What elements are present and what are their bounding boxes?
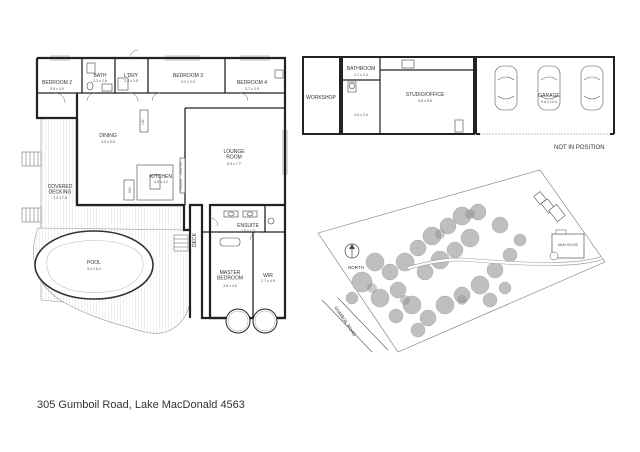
site-main-house: MAIN HOUSE [549,229,585,261]
fixture-label-wm: WM [128,187,132,193]
room-label-garage: GARAGE [538,93,560,99]
room-label-bedroom3: BEDROOM 3 [173,73,203,79]
room-label-bath: BATH [94,73,107,79]
garage-walls [475,56,615,134]
room-dims-bedroom4: 3.7 x 3.9 [245,87,259,91]
road-label: GUMBOIL ROAD [333,305,357,337]
vegetation [345,203,527,338]
studio-walls [341,56,475,135]
room-label-dining: DINING [99,133,117,139]
site-plan: MAIN HOUSE NORTH GUMBOIL ROAD [317,169,606,353]
north-arrow [344,243,360,259]
room-dims-bedroom2: 3.9 x 3.9 [50,87,64,91]
room-dims-laundry: 2.4 x 2.5 [124,79,138,83]
site-outbuilding [533,191,566,223]
main-house-plan: BEDROOM 2 3.9 x 3.9 BATH 2.3 x 2.8 L'DRY… [21,49,288,334]
north-label: NORTH [348,265,364,270]
room-label-wir: WIR [263,273,273,279]
pool [34,230,154,300]
workshop-walls [302,56,341,135]
room-label-laundry: L'DRY [124,73,139,79]
road [321,297,389,353]
fixture-label-pantry: PANTRY [179,161,183,175]
room-dims-covered-decking: 7.2 x 7.8 [53,196,67,200]
room-dims-bathroom: 2.7 x 3.3 [354,73,368,77]
room-dims-garage: 9.8 x 10.4 [541,100,557,104]
garage-cars [494,65,604,111]
room-label-workshop: WORKSHOP [306,95,336,101]
room-label-kitchen: KITCHEN [150,174,172,180]
room-dims-studio-room: 3.0 x 3.5 [354,113,368,117]
site-main-house-label: MAIN HOUSE [558,243,578,247]
fixture-label-linen: LIN [141,119,145,125]
room-dims-dining: 4.9 x 5.6 [101,140,115,144]
fixture-label-fridge: FRIDGE [179,179,183,191]
room-dims-bath: 2.3 x 2.8 [93,79,107,83]
property-address: 305 Gumboil Road, Lake MacDonald 4563 [37,399,245,411]
room-dims-lounge: 8.9 x 7.7 [227,162,241,166]
room-label-bedroom2: BEDROOM 2 [42,80,72,86]
room-dims-bedroom3: 5.2 x 2.9 [181,80,195,84]
decking-steps [21,151,189,252]
room-label-bedroom4: BEDROOM 4 [237,80,267,86]
room-dims-kitchen: 4.5 x 3.2 [154,180,168,184]
room-dims-ensuite: 2.8 x 1.5 [241,229,255,233]
room-label-pool: POOL [87,260,101,266]
room-label-bathroom: BATHROOM [347,66,376,72]
room-label-studio: STUDIO/OFFICE [406,92,445,98]
room-dims-studio: 6.8 x 5.8 [418,99,432,103]
water-tank [225,308,251,334]
outbuilding-plan: WORKSHOP BATHROOM 2.7 x 3.3 3.0 x 3.5 ST… [302,56,615,151]
not-in-position-note: NOT IN POSITION [554,145,605,151]
room-dims-master: 3.8 x 4.5 [223,284,237,288]
room-dims-wir: 2.7 x 4.5 [261,279,275,283]
room-dims-pool: 9.4 x 6.4 [87,267,101,271]
room-label-deck: DECK [192,232,198,247]
room-label-ensuite: ENSUITE [237,223,259,229]
water-tank [252,308,278,334]
